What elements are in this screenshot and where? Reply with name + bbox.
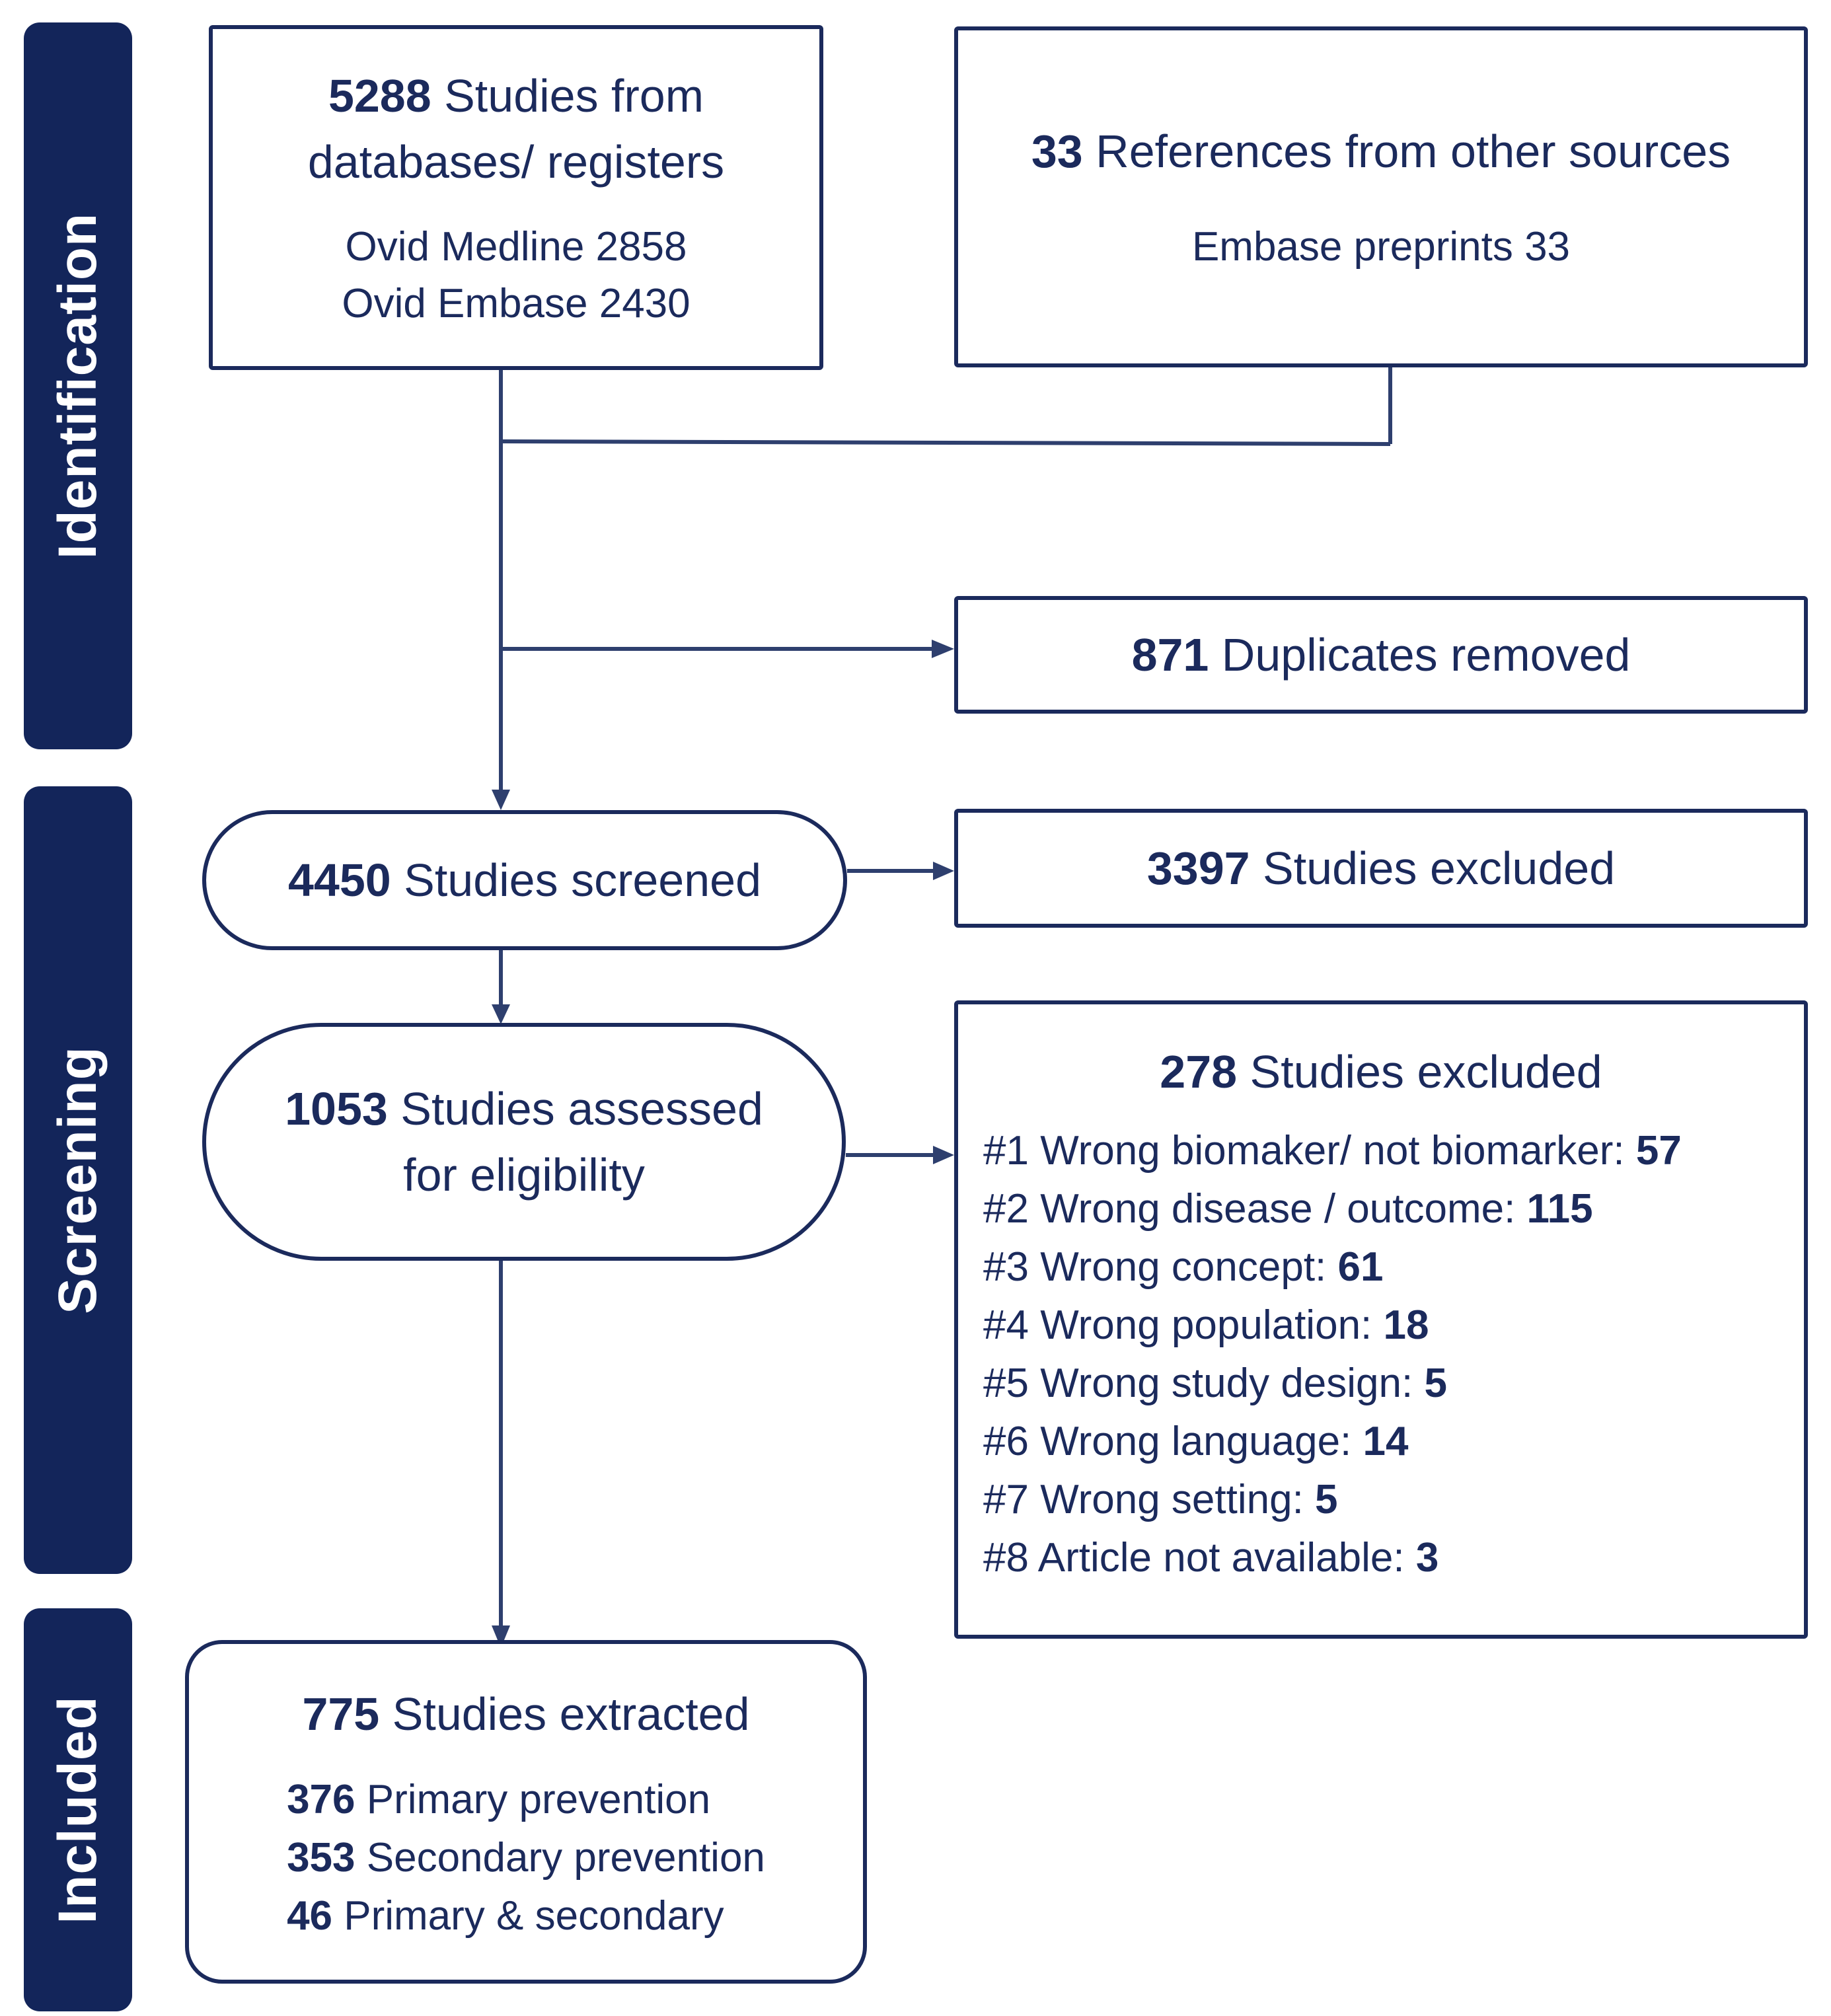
databases-title-line1: 5288 Studies from [328,63,704,129]
included-breakdown-item: 376 Primary prevention [287,1771,710,1829]
exclusion-reason-label: #8 Article not available: [983,1535,1416,1581]
exclusion-reason: #2 Wrong disease / outcome: 115 [983,1180,1593,1238]
screened-box: 4450 Studies screened [202,810,847,950]
exclusion-reason-count: 5 [1424,1361,1447,1406]
duplicates-title-text: Duplicates removed [1209,629,1631,681]
arrow-to-duplicates [932,640,954,658]
exclusion-reason-count: 115 [1526,1186,1593,1232]
exclusion-reason-label: #6 Wrong language: [983,1419,1363,1464]
databases-box: 5288 Studies from databases/ registers O… [209,25,823,370]
included-breakdown-label: Primary prevention [355,1777,711,1822]
exclusion-reason: #5 Wrong study design: 5 [983,1355,1447,1413]
exclusion-reason: #3 Wrong concept: 61 [983,1238,1383,1296]
exclusion-reason-label: #4 Wrong population: [983,1302,1384,1348]
other-sources-title-text: References from other sources [1082,126,1731,177]
duplicates-title: 871 Duplicates removed [1132,622,1631,688]
excluded-screening-title-text: Studies excluded [1250,842,1616,894]
exclusion-reason-count: 18 [1383,1302,1429,1348]
included-title: 775 Studies extracted [302,1681,749,1747]
exclusion-reason-label: #1 Wrong biomaker/ not biomarker: [983,1128,1636,1174]
assessed-count: 1053 [285,1083,388,1135]
databases-detail-medline: Ovid Medline 2858 [345,224,687,270]
included-breakdown-label: Primary & secondary [332,1893,724,1939]
screened-title: 4450 Studies screened [288,847,761,913]
other-sources-detail: Embase preprints 33 [1191,224,1571,270]
exclusion-reason-label: #3 Wrong concept: [983,1244,1338,1290]
connector-merge [500,439,1391,446]
included-breakdown-count: 353 [287,1835,355,1881]
included-breakdown-list: 376 Primary prevention 353 Secondary pre… [287,1771,765,1945]
exclusion-reason: #6 Wrong language: 14 [983,1413,1408,1471]
exclusion-reasons-list: #1 Wrong biomaker/ not biomarker: 57 #2 … [958,1122,1804,1587]
arrow-to-included [492,1625,510,1648]
assessed-title-line2: for eligibility [403,1149,645,1201]
exclusion-reason-label: #7 Wrong setting: [983,1477,1316,1522]
assessed-title-line1: 1053 Studies assessed [285,1076,763,1142]
excluded-screening-count: 3397 [1146,842,1250,894]
exclusion-reason: #1 Wrong biomaker/ not biomarker: 57 [983,1122,1682,1180]
exclusion-reason-label: #2 Wrong disease / outcome: [983,1186,1527,1232]
exclusion-reason-count: 3 [1415,1535,1439,1581]
included-box: 775 Studies extracted 376 Primary preven… [185,1640,867,1984]
exclusion-reason-count: 5 [1315,1477,1338,1522]
included-breakdown-count: 46 [287,1893,333,1939]
databases-detail-embase: Ovid Embase 2430 [342,281,691,326]
exclusion-reason: #8 Article not available: 3 [983,1529,1439,1587]
duplicates-count: 871 [1131,629,1209,681]
phase-screening: Screening [24,786,132,1574]
databases-count: 5288 [328,70,431,122]
excluded-eligibility-count: 278 [1160,1046,1238,1098]
exclusion-reason-count: 14 [1363,1419,1409,1464]
exclusion-reason-count: 61 [1337,1244,1384,1290]
exclusion-reason-count: 57 [1635,1128,1682,1174]
included-breakdown-label: Secondary prevention [355,1835,765,1881]
duplicates-box: 871 Duplicates removed [954,596,1808,714]
other-sources-box: 33 References from other sources Embase … [954,26,1808,367]
assessed-box: 1053 Studies assessed for eligibility [202,1023,846,1261]
other-sources-count: 33 [1031,126,1083,177]
included-count: 775 [302,1688,380,1740]
phase-included: Included [24,1608,132,2011]
databases-title-line2: databases/ registers [307,136,725,188]
excluded-screening-title: 3397 Studies excluded [1147,835,1615,901]
exclusion-reason: #4 Wrong population: 18 [983,1296,1429,1355]
included-breakdown-item: 46 Primary & secondary [287,1887,724,1945]
exclusion-reason-label: #5 Wrong study design: [983,1361,1425,1406]
phase-identification: Identification [24,22,132,749]
other-sources-title: 33 References from other sources [1031,118,1731,184]
excluded-eligibility-title-text: Studies excluded [1237,1046,1602,1098]
databases-title-part1: Studies from [431,70,704,122]
included-breakdown-item: 353 Secondary prevention [287,1829,765,1887]
screened-count: 4450 [287,854,391,906]
assessed-title-part1: Studies assessed [387,1083,763,1135]
excluded-eligibility-title: 278 Studies excluded [1160,1039,1602,1105]
arrow-to-excluded-screening [933,862,954,880]
included-title-text: Studies extracted [379,1688,750,1740]
exclusion-reason: #7 Wrong setting: 5 [983,1471,1338,1529]
excluded-eligibility-box: 278 Studies excluded #1 Wrong biomaker/ … [954,1000,1808,1639]
screened-title-text: Studies screened [391,854,762,906]
arrow-to-excluded-eligibility [933,1146,954,1164]
arrow-to-assessed [492,1004,510,1024]
arrow-to-screened [492,790,510,810]
included-breakdown-count: 376 [287,1777,355,1822]
excluded-screening-box: 3397 Studies excluded [954,809,1808,928]
